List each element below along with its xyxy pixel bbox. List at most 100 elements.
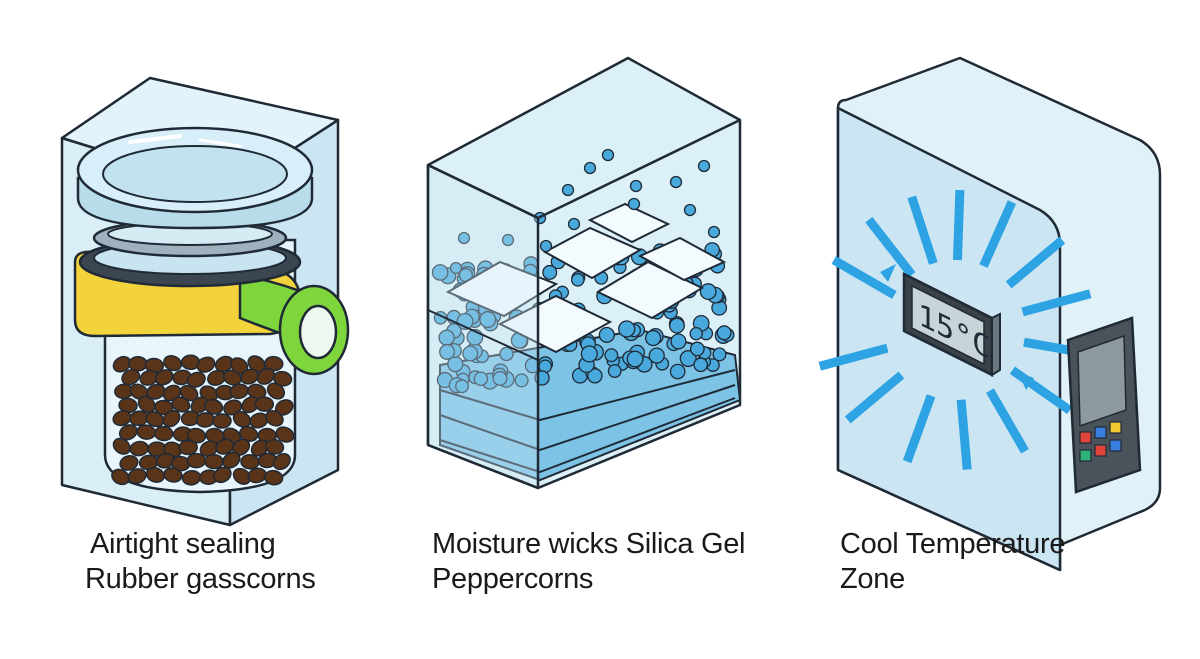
moisture-droplet: [683, 203, 697, 217]
coffee-bean: [127, 468, 147, 485]
moisture-droplet: [539, 239, 553, 253]
silica-bead: [645, 329, 662, 347]
coffee-beans: [111, 354, 295, 486]
cold-ray: [956, 399, 972, 470]
caption-airtight-line2: Rubber gasscorns: [85, 563, 316, 595]
silica-bead: [462, 345, 479, 362]
caption-moisture-line1: Moisture wicks Silica Gel: [432, 528, 746, 560]
coffee-bean: [232, 467, 251, 485]
silica-bead: [580, 345, 598, 363]
lid-shine-2: [198, 138, 242, 148]
coffee-bean: [222, 369, 242, 386]
coffee-bean: [171, 396, 191, 413]
coffee-bean: [204, 453, 224, 470]
keypad-button: [1109, 439, 1122, 452]
coffee-bean: [222, 451, 241, 469]
coffee-bean: [146, 383, 166, 400]
silica-bead: [689, 341, 705, 357]
silica-bead: [479, 311, 497, 329]
silica-bead: [455, 379, 469, 394]
silica-bead: [669, 363, 686, 380]
coffee-bean: [128, 356, 148, 372]
moisture-droplet: [707, 225, 721, 239]
coffee-bean: [264, 438, 285, 455]
keypad-button: [1094, 444, 1107, 457]
silica-bead: [712, 347, 727, 362]
box-mid-edge: [427, 309, 539, 361]
silica-bead: [626, 350, 644, 368]
cold-ray: [902, 394, 936, 464]
moisture-droplet: [567, 217, 581, 231]
coffee-bean: [254, 396, 275, 412]
coffee-bean: [118, 424, 138, 441]
silica-bead: [716, 325, 732, 341]
keypad-button: [1109, 421, 1122, 434]
silica-bead: [473, 371, 489, 387]
cold-ray: [1021, 289, 1092, 317]
coffee-bean: [265, 409, 284, 427]
silica-bead: [492, 370, 508, 386]
cold-ray: [1005, 236, 1066, 289]
coffee-bean: [162, 410, 181, 428]
coffee-bean: [213, 466, 232, 484]
coffee-bean: [163, 355, 183, 372]
coffee-bean: [275, 426, 295, 443]
moisture-droplet: [669, 175, 683, 189]
cold-ray: [979, 200, 1017, 268]
moisture-droplet: [601, 148, 615, 162]
silica-gel-box-icon: [426, 56, 742, 490]
coffee-bean: [154, 369, 174, 386]
silica-bead: [598, 326, 615, 343]
caption-cool-line1: Cool Temperature: [840, 528, 1066, 560]
airflow-arrows: [880, 264, 1034, 390]
coffee-bean: [196, 356, 216, 373]
moisture-droplet: [501, 233, 515, 247]
silica-bead: [669, 317, 685, 334]
coffee-bean: [112, 437, 131, 455]
silica-bead: [679, 350, 697, 368]
coffee-bean: [240, 368, 260, 385]
coffee-bean: [154, 425, 174, 442]
coffee-bean: [111, 468, 130, 486]
moisture-droplets: [449, 148, 721, 275]
silica-bead: [514, 373, 529, 388]
cold-ray: [865, 216, 916, 278]
coffee-bean: [137, 395, 156, 413]
silica-bead: [439, 343, 456, 360]
moisture-droplet: [449, 261, 463, 275]
coffee-bean: [204, 398, 224, 415]
coffee-bean: [178, 439, 198, 456]
coffee-bean: [186, 452, 207, 469]
keypad-button: [1094, 426, 1107, 439]
moisture-droplet: [561, 183, 575, 197]
coffee-bean: [145, 466, 165, 483]
sealed-jar-icon: [60, 76, 350, 527]
moisture-droplet: [629, 179, 643, 193]
keypad-button: [1079, 431, 1092, 444]
green-lever-hole: [298, 304, 338, 360]
coffee-bean: [119, 455, 139, 471]
silica-bead: [648, 347, 665, 364]
silica-bead: [618, 320, 636, 338]
coffee-bean: [163, 467, 183, 483]
silica-bead: [607, 364, 622, 378]
silica-bead: [693, 357, 709, 373]
coffee-bean: [232, 410, 252, 428]
coffee-bean: [190, 396, 209, 414]
caption-cool-line2: Zone: [840, 563, 905, 595]
cold-ray: [907, 195, 938, 265]
silica-bead: [604, 348, 619, 363]
silica-bead: [689, 326, 703, 341]
cold-ray: [844, 371, 905, 424]
coffee-bean: [256, 367, 275, 385]
control-keypad: [1066, 316, 1142, 494]
coffee-bean: [266, 382, 286, 400]
silica-bead: [699, 283, 717, 301]
moisture-droplet: [697, 159, 711, 173]
box-front-glass: [426, 163, 540, 490]
silica-bead: [431, 264, 449, 281]
coffee-bean: [186, 371, 206, 388]
silica-bead: [499, 346, 514, 362]
keypad-button: [1079, 449, 1092, 462]
